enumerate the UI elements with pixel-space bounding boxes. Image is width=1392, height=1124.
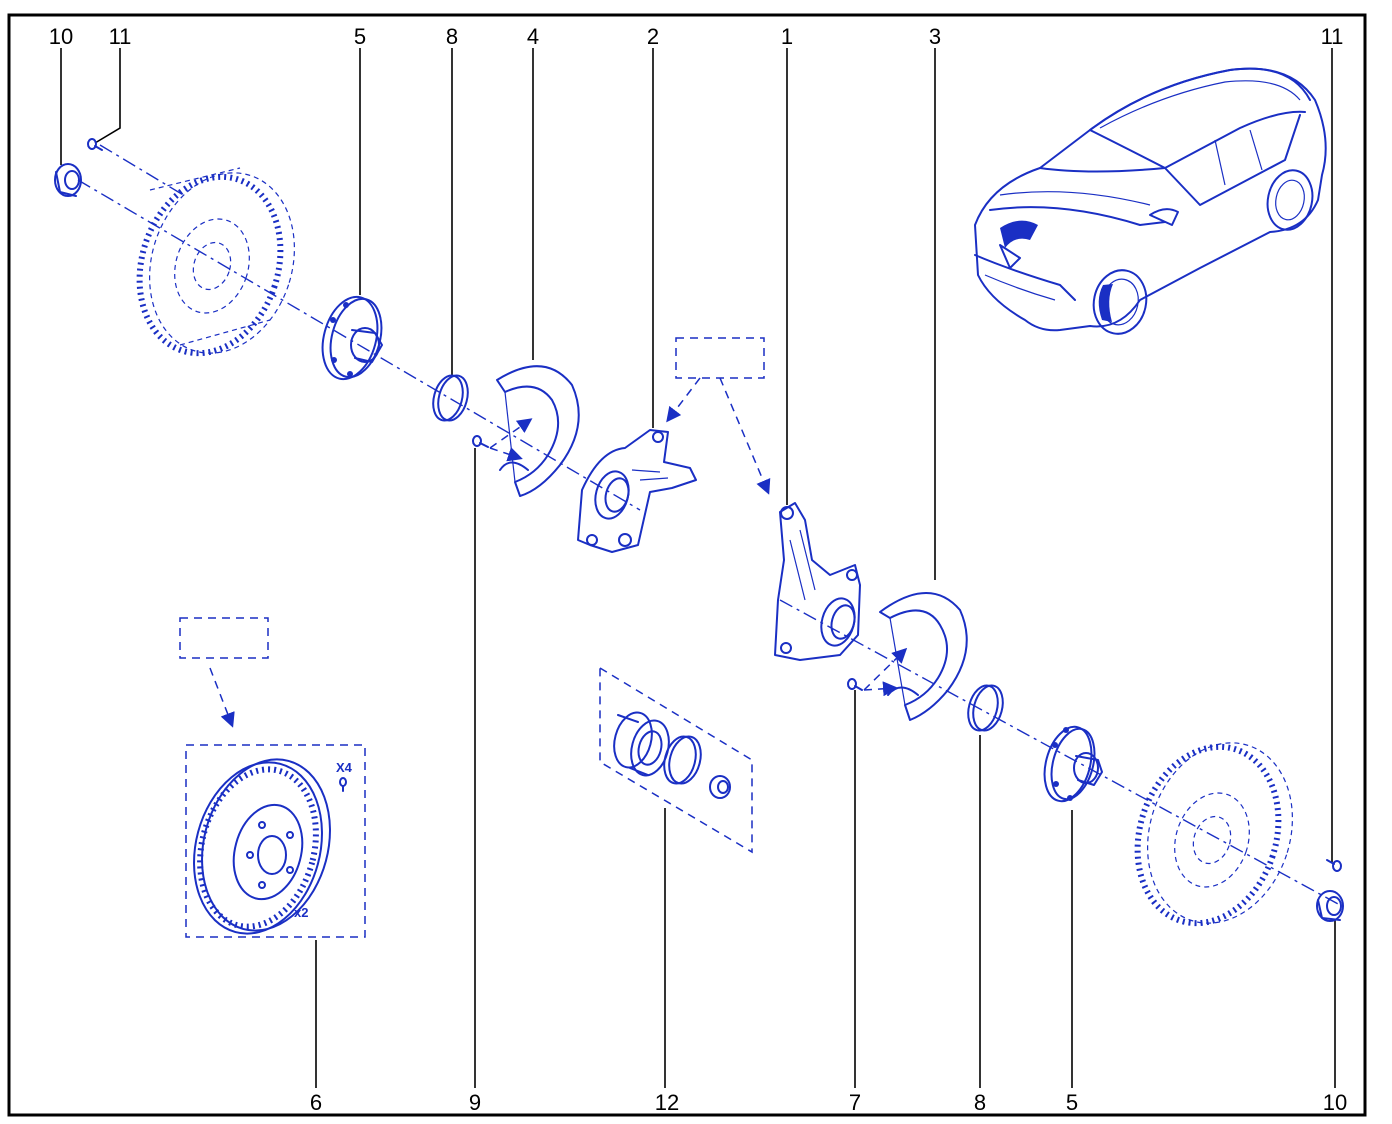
wheel-hub-right: [1043, 725, 1103, 803]
callout-bottom-7: 10: [1323, 1090, 1347, 1115]
steering-knuckle-right: [774, 502, 861, 661]
disc-quantity: x2: [294, 905, 308, 920]
callout-top-6: 2: [647, 24, 659, 49]
diagram-frame: [7, 13, 1367, 1117]
assembly-axes: [77, 144, 1341, 906]
brake-disc-right: [1134, 742, 1293, 927]
dust-shield-right: [879, 592, 968, 721]
disc-screw-left: [87, 138, 103, 151]
callout-top-1: 10: [49, 24, 73, 49]
callout-bottom-1: 6: [310, 1090, 322, 1115]
hub-nut-right: [1316, 890, 1344, 922]
callout-bottom-3: 12: [655, 1090, 679, 1115]
dust-shield-left: [496, 365, 580, 497]
leader-lines: [60, 48, 1336, 1088]
wheel-hub-left: [321, 295, 383, 381]
hub-nut-left: [54, 163, 82, 197]
shield-screw-left: [472, 418, 533, 462]
bearing-kit: [599, 666, 753, 854]
brake-disc-kit: X4 x2: [179, 617, 366, 938]
reference-box-knuckle: [666, 337, 771, 495]
callout-top-7: 1: [781, 24, 793, 49]
callout-top-4: 8: [446, 24, 458, 49]
shield-screw-right: [847, 647, 908, 697]
callout-bottom-6: 5: [1066, 1090, 1078, 1115]
callout-bottom-5: 8: [974, 1090, 986, 1115]
vehicle-illustration: [974, 67, 1327, 335]
brake-disc-left: [136, 167, 295, 357]
callout-bottom-4: 7: [849, 1090, 861, 1115]
callout-top-2: 11: [109, 24, 132, 49]
callout-top-8: 3: [929, 24, 941, 49]
callout-bottom-2: 9: [469, 1090, 481, 1115]
callout-top-5: 4: [527, 24, 539, 49]
callout-labels: 10 11 5 8 4 2 1 3 11 6 9 12 7 8 5 10: [49, 24, 1347, 1115]
circlip-left: [432, 374, 469, 422]
steering-knuckle-left: [577, 429, 697, 553]
callout-top-9: 11: [1321, 24, 1344, 49]
circlip-right: [967, 684, 1004, 732]
callout-top-3: 5: [354, 24, 366, 49]
disc-screw-right: [1326, 859, 1342, 872]
screw-quantity: X4: [336, 760, 353, 775]
